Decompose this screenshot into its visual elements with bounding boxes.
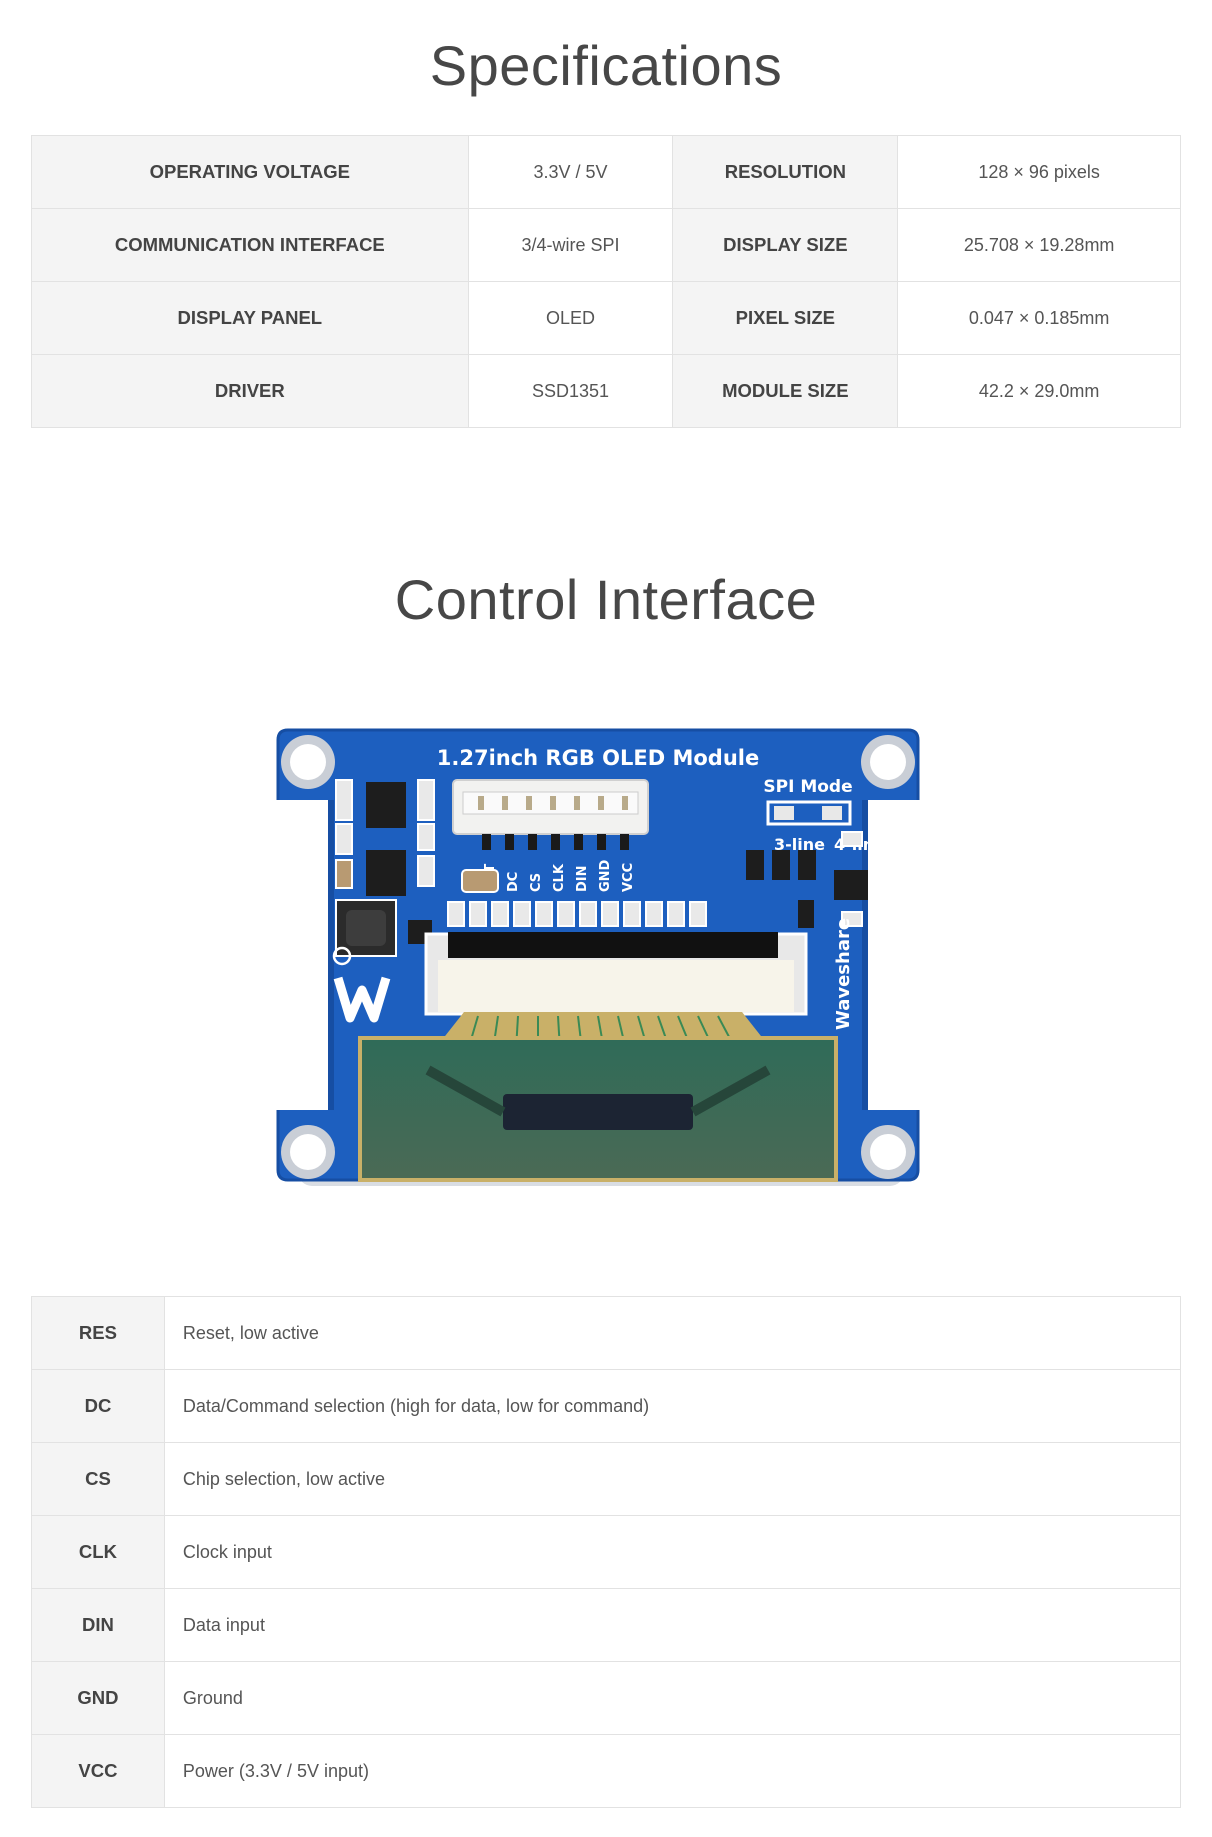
specifications-title: Specifications bbox=[429, 34, 783, 97]
three-line-label: 3-line bbox=[774, 835, 825, 854]
pin-name: DC bbox=[31, 1369, 165, 1443]
spec-key: MODULE SIZE bbox=[672, 354, 899, 428]
left-components bbox=[335, 779, 499, 957]
pin-name: CLK bbox=[31, 1515, 165, 1589]
pin-name: DIN bbox=[31, 1588, 165, 1662]
pin-description-table: RES Reset, low active DC Data/Command se… bbox=[31, 1296, 1182, 1808]
oled-module-board: 1.27inch RGB OLED Module SPI Mode 3-line… bbox=[268, 728, 928, 1186]
pin-description: Data/Command selection (high for data, l… bbox=[163, 1369, 1182, 1443]
driver-chip bbox=[503, 1094, 693, 1130]
pin-name: CS bbox=[31, 1442, 165, 1516]
waveshare-logo bbox=[332, 946, 391, 1023]
table-row: VCC Power (3.3V / 5V input) bbox=[31, 1734, 1182, 1808]
pin-description: Reset, low active bbox=[163, 1296, 1182, 1370]
spec-key: DISPLAY SIZE bbox=[672, 208, 899, 282]
pin-description: Clock input bbox=[163, 1515, 1182, 1589]
spec-value: 3.3V / 5V bbox=[467, 135, 674, 209]
brand-label: Waveshare bbox=[833, 918, 854, 1030]
spec-key: DISPLAY PANEL bbox=[31, 281, 469, 355]
pin-description: Power (3.3V / 5V input) bbox=[163, 1734, 1182, 1808]
spec-key: RESOLUTION bbox=[672, 135, 899, 209]
pin-description: Data input bbox=[163, 1588, 1182, 1662]
control-interface-title: Control Interface bbox=[394, 568, 818, 631]
panel-traces bbox=[425, 1065, 771, 1117]
module-label: 1.27inch RGB OLED Module bbox=[437, 746, 759, 770]
right-components bbox=[746, 831, 868, 928]
spec-value: OLED bbox=[467, 281, 674, 355]
pin-header-connector bbox=[452, 779, 649, 850]
table-row: GND Ground bbox=[31, 1661, 1182, 1735]
pin-name: RES bbox=[31, 1296, 165, 1370]
table-row: OPERATING VOLTAGE 3.3V / 5V RESOLUTION 1… bbox=[31, 135, 1181, 209]
spec-value: 3/4-wire SPI bbox=[467, 208, 674, 282]
specifications-table: OPERATING VOLTAGE 3.3V / 5V RESOLUTION 1… bbox=[31, 135, 1181, 428]
table-row: DRIVER SSD1351 MODULE SIZE 42.2 × 29.0mm bbox=[31, 354, 1181, 428]
table-row: DC Data/Command selection (high for data… bbox=[31, 1369, 1182, 1443]
pcb-edge-right bbox=[862, 800, 868, 1110]
passive-components-row bbox=[447, 901, 707, 927]
oled-module-photo: 1.27inch RGB OLED Module SPI Mode 3-line… bbox=[268, 720, 928, 1190]
pcb-cutout-left bbox=[268, 800, 330, 1110]
pin-label: DC bbox=[506, 872, 521, 892]
pin-name: VCC bbox=[31, 1734, 165, 1808]
spec-value: 25.708 × 19.28mm bbox=[897, 208, 1181, 282]
pcb-edge-left bbox=[328, 800, 334, 1110]
table-row: CS Chip selection, low active bbox=[31, 1442, 1182, 1516]
spec-value: 128 × 96 pixels bbox=[897, 135, 1181, 209]
pcb-cutout-right bbox=[866, 800, 928, 1110]
spi-mode-jumper bbox=[766, 800, 852, 826]
table-row: DIN Data input bbox=[31, 1588, 1182, 1662]
pin-label: CS bbox=[529, 873, 544, 892]
spec-value: 0.047 × 0.185mm bbox=[897, 281, 1181, 355]
spec-key: PIXEL SIZE bbox=[672, 281, 899, 355]
table-row: CLK Clock input bbox=[31, 1515, 1182, 1589]
mounting-holes bbox=[281, 735, 915, 1179]
spec-value: SSD1351 bbox=[467, 354, 674, 428]
pin-description: Ground bbox=[163, 1661, 1182, 1735]
jumper-pad bbox=[822, 806, 842, 820]
fpc-connector bbox=[424, 932, 808, 1016]
jumper-pad bbox=[774, 806, 794, 820]
spec-key: OPERATING VOLTAGE bbox=[31, 135, 469, 209]
pin-description: Chip selection, low active bbox=[163, 1442, 1182, 1516]
table-row: DISPLAY PANEL OLED PIXEL SIZE 0.047 × 0.… bbox=[31, 281, 1181, 355]
table-row: RES Reset, low active bbox=[31, 1296, 1182, 1370]
spec-value: 42.2 × 29.0mm bbox=[897, 354, 1181, 428]
pin-label: VCC bbox=[621, 863, 636, 892]
pin-name: GND bbox=[31, 1661, 165, 1735]
pin-label: CLK bbox=[552, 863, 567, 892]
pin-label: DIN bbox=[575, 865, 590, 892]
table-row: COMMUNICATION INTERFACE 3/4-wire SPI DIS… bbox=[31, 208, 1181, 282]
spi-mode-label: SPI Mode bbox=[763, 777, 852, 797]
pin-label: GND bbox=[598, 859, 613, 892]
spec-key: DRIVER bbox=[31, 354, 469, 428]
spec-key: COMMUNICATION INTERFACE bbox=[31, 208, 469, 282]
